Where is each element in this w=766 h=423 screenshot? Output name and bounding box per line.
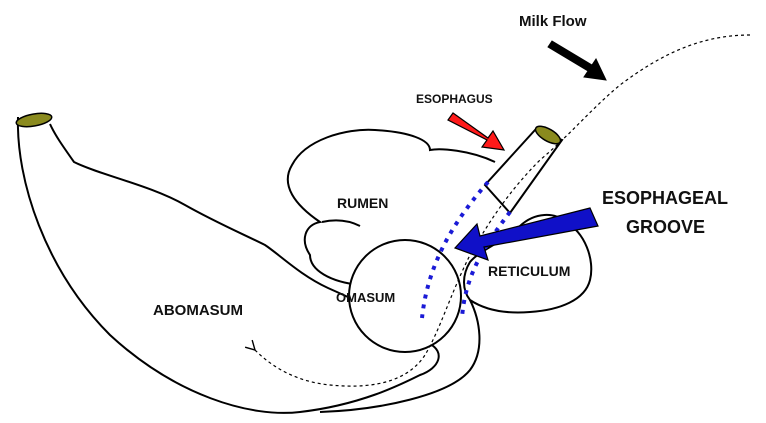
label-reticulum: RETICULUM [488, 263, 570, 279]
label-abomasum: ABOMASUM [153, 302, 243, 319]
esophagus-arrow [448, 113, 504, 150]
label-milk-flow: Milk Flow [519, 13, 587, 30]
label-omasum: OMASUM [336, 290, 395, 305]
label-esophagus: ESOPHAGUS [416, 92, 493, 106]
milk-flow-arrow [548, 41, 606, 80]
label-esophageal-groove-line1: ESOPHAGEAL [602, 188, 728, 208]
label-esophageal-groove-line2: GROOVE [626, 217, 705, 237]
label-rumen: RUMEN [337, 195, 388, 211]
